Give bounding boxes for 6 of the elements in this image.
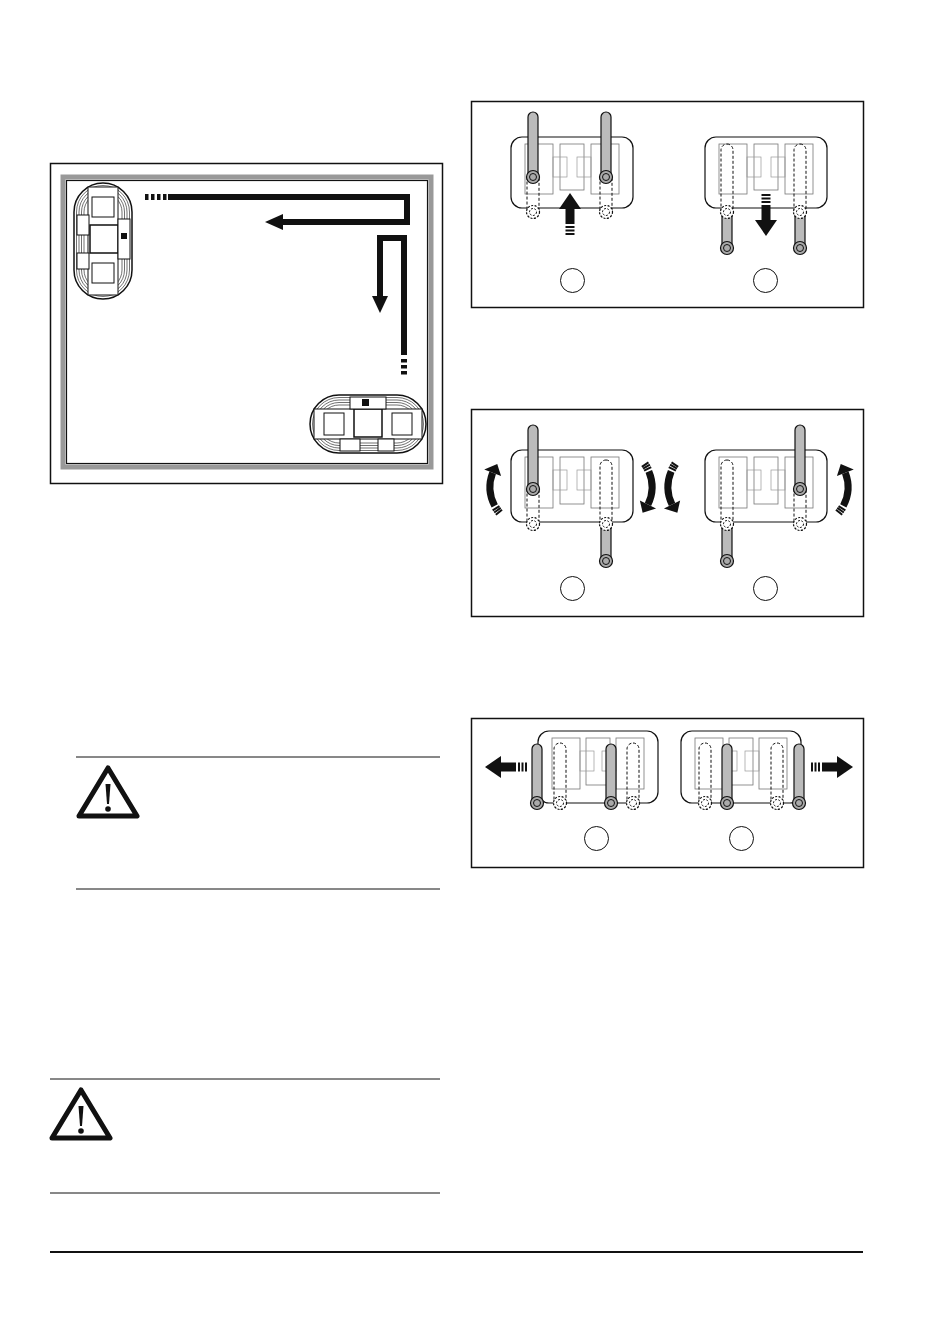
callout-circle — [583, 825, 609, 851]
callout-circle — [559, 267, 585, 293]
callout-circle — [752, 575, 778, 601]
callout-circle — [752, 267, 778, 293]
callout-circle — [559, 575, 585, 601]
callout-circle — [728, 825, 754, 851]
